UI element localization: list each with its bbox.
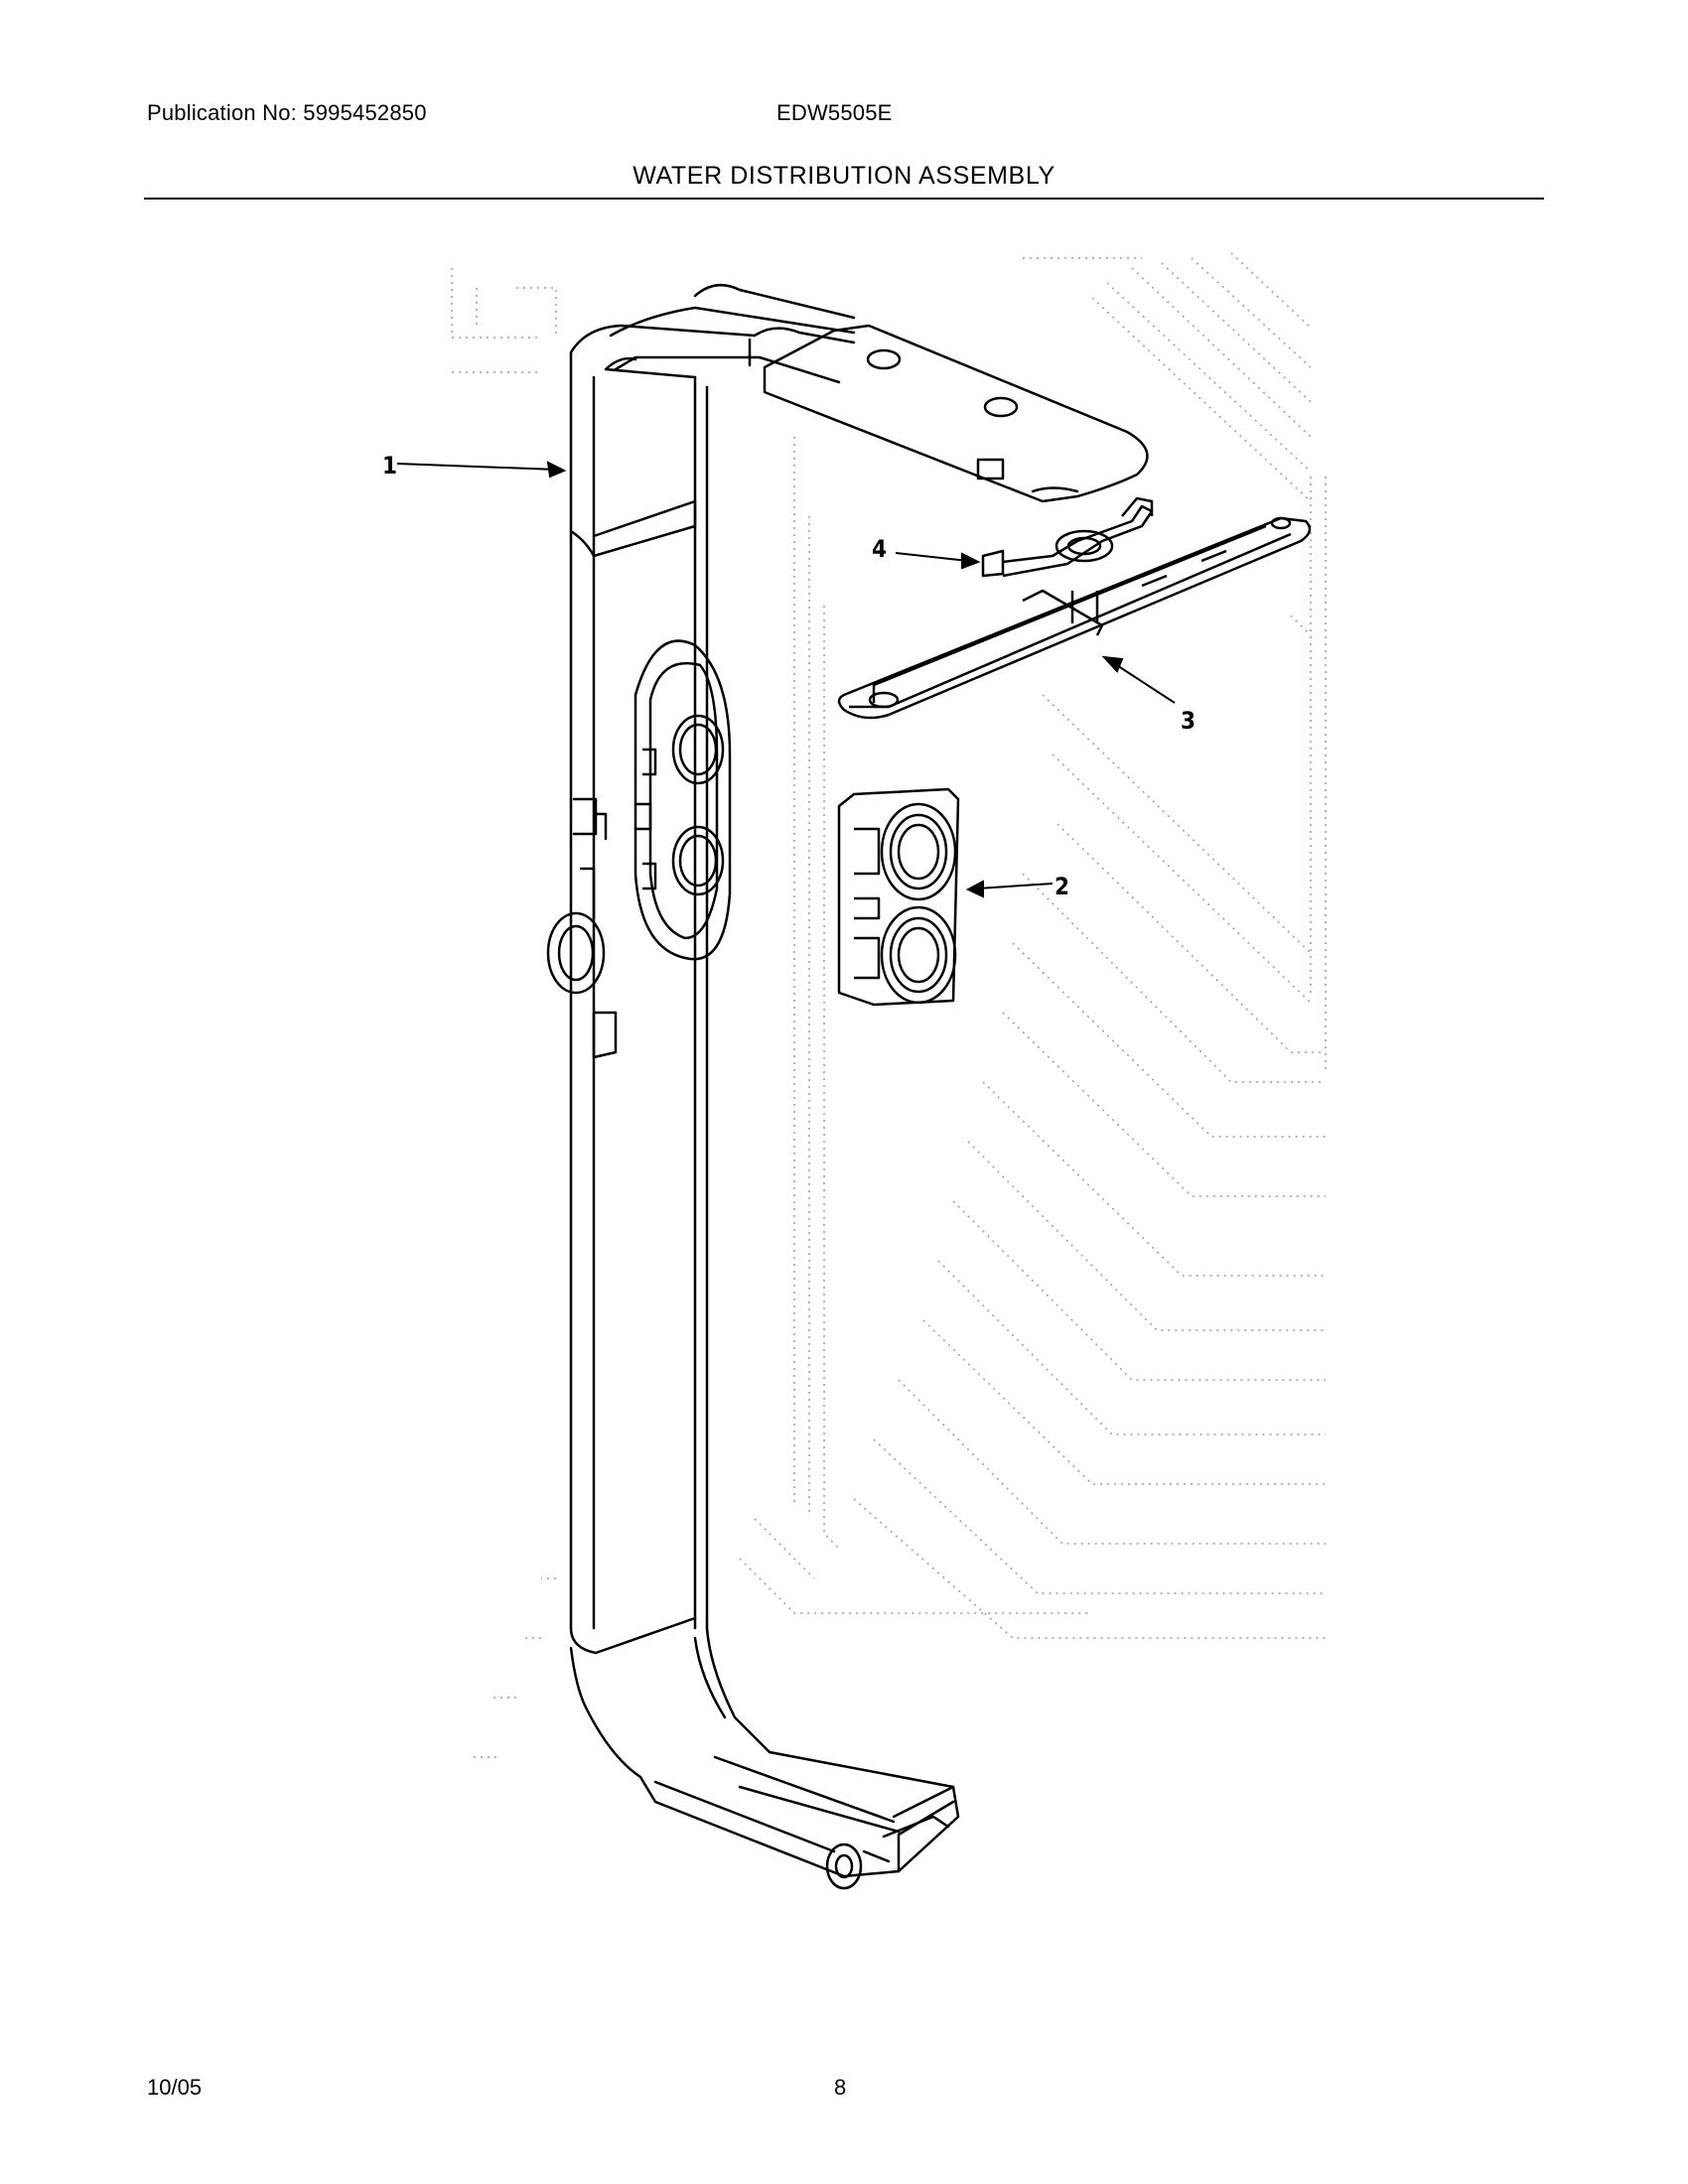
callout-1: 1 [382,452,397,479]
footer-date: 10/05 [147,2075,203,2100]
page-title: WATER DISTRIBUTION ASSEMBLY [633,162,1055,190]
callout-2: 2 [1055,873,1069,900]
background-tub-outline [451,252,1327,1758]
publication-number: Publication No: 5995452850 [147,100,427,125]
part-1-feed-tube [546,283,1149,1890]
part-2-dual-port-seal [837,787,960,1007]
callout-4: 4 [872,535,887,563]
page-number: 8 [834,2075,847,2100]
header-divider [144,198,1544,200]
leader-lines [396,461,1176,898]
model-number: EDW5505E [776,100,893,125]
part-3-spray-arm [837,516,1312,720]
part-4-bearing-clip [981,496,1154,578]
callout-3: 3 [1181,707,1196,735]
